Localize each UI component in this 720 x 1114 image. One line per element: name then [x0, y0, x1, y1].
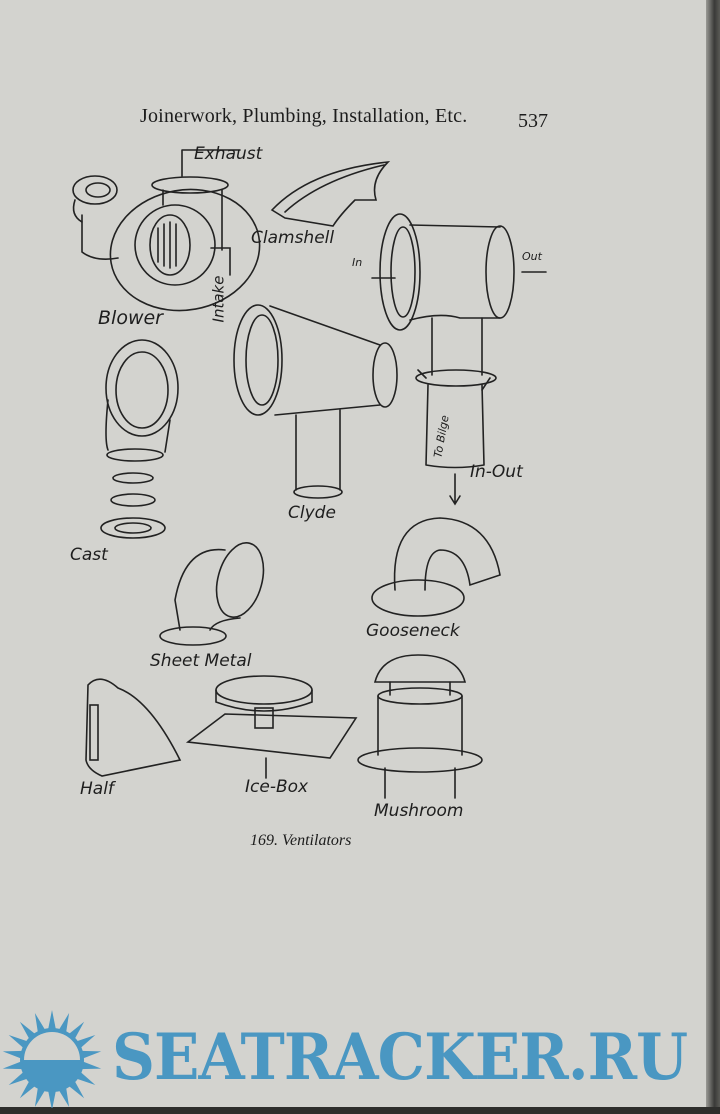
- label-in-out: In-Out: [470, 462, 523, 482]
- cast-drawing: [100, 339, 179, 539]
- label-ice-box: Ice-Box: [245, 777, 309, 797]
- label-clyde: Clyde: [288, 503, 336, 523]
- label-exhaust: Exhaust: [194, 144, 263, 164]
- page-number: 537: [518, 110, 548, 132]
- figure-caption: 169. Ventilators: [250, 832, 352, 849]
- label-blower: Blower: [98, 307, 163, 329]
- in-out-drawing: [371, 213, 547, 506]
- running-header: Joinerwork, Plumbing, Installation, Etc.: [140, 105, 468, 127]
- sun-logo-icon: [2, 1010, 102, 1108]
- clamshell-drawing: [270, 160, 391, 227]
- book-binding-edge: [706, 0, 720, 1114]
- page-bottom-edge: [0, 1107, 720, 1114]
- watermark-text: SEATRACKER.RU: [112, 1020, 688, 1095]
- gooseneck-drawing: [371, 517, 501, 617]
- label-out: Out: [522, 250, 542, 263]
- label-gooseneck: Gooseneck: [366, 621, 460, 641]
- label-half: Half: [80, 779, 114, 799]
- half-drawing: [85, 678, 182, 777]
- label-intake: Intake: [209, 275, 228, 323]
- label-cast: Cast: [70, 545, 108, 565]
- label-sheet-metal: Sheet Metal: [150, 651, 252, 671]
- label-mushroom: Mushroom: [374, 801, 464, 821]
- clyde-drawing: [233, 304, 398, 499]
- ice-box-drawing: [185, 675, 358, 779]
- mushroom-drawing: [357, 654, 483, 799]
- label-in: In: [352, 256, 363, 269]
- sheet-metal-drawing: [159, 542, 265, 646]
- label-clamshell: Clamshell: [251, 228, 335, 248]
- blower-drawing: [72, 149, 261, 312]
